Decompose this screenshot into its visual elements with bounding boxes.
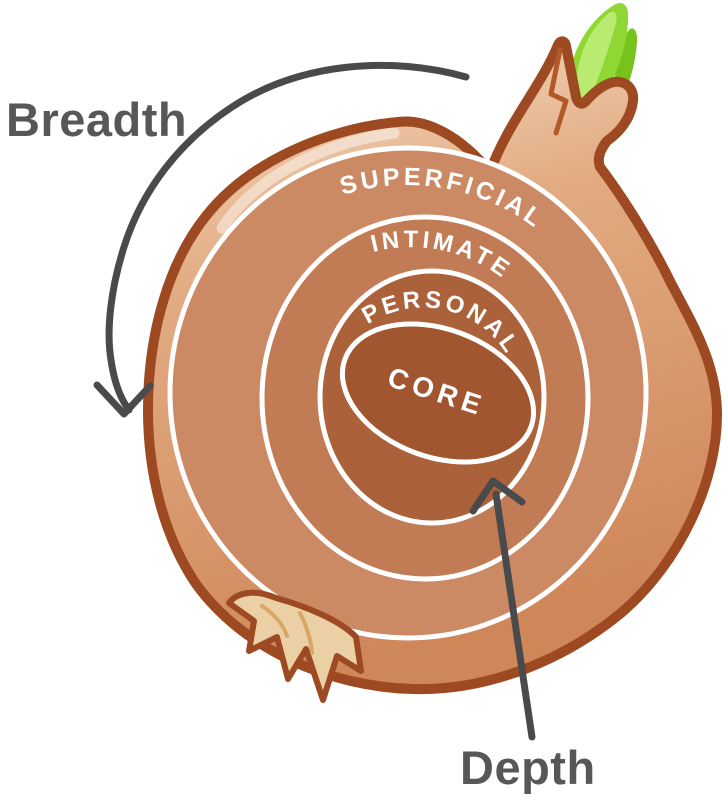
rim-highlight bbox=[216, 127, 400, 234]
roots-shape bbox=[226, 589, 364, 703]
neck-crease bbox=[548, 47, 569, 136]
breadth-arrow-shaft bbox=[105, 61, 470, 414]
depth-arrow-shaft bbox=[492, 490, 536, 741]
breadth-label: Breadth bbox=[6, 93, 188, 146]
sprout-leaf-highlight bbox=[576, 11, 617, 108]
breadth-arrowhead-icon bbox=[93, 381, 154, 418]
breadth-arrow bbox=[93, 61, 470, 418]
ring-core bbox=[339, 321, 537, 465]
onion-roots-icon bbox=[226, 589, 364, 703]
depth-label: Depth bbox=[460, 741, 596, 794]
roots-shading bbox=[260, 604, 314, 655]
depth-arrowhead-icon bbox=[469, 477, 526, 515]
depth-arrow bbox=[469, 477, 536, 741]
